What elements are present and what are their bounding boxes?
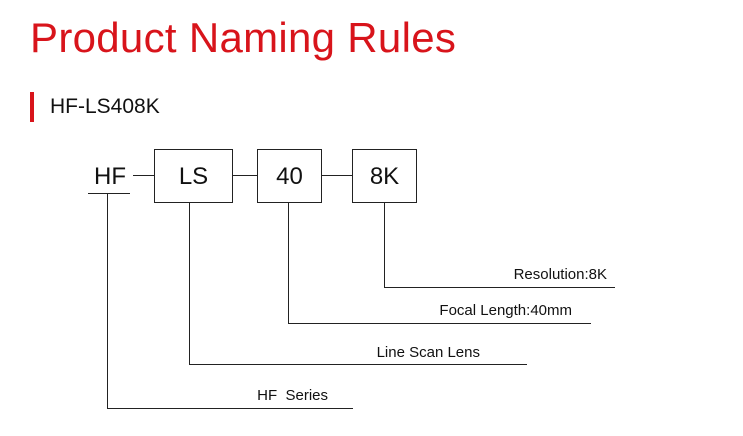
hf-series-label: HF Series (257, 387, 328, 404)
series-code: HF (94, 163, 126, 190)
line-scan-lens-label: Line Scan Lens (377, 344, 480, 361)
focal-leader-line (288, 203, 591, 324)
type-code-box (153, 148, 234, 204)
series-leader-line (107, 194, 353, 409)
type-code: LS (179, 163, 208, 190)
resolution-label: Resolution:8K (514, 266, 607, 283)
type-leader-line (189, 203, 527, 365)
model-number: HF-LS408K (50, 95, 160, 118)
focal-code-box (256, 148, 323, 204)
resolution-leader-line (384, 203, 615, 288)
resolution-code-box (351, 148, 418, 204)
page-title: Product Naming Rules (30, 14, 457, 61)
focal-code: 40 (276, 163, 303, 190)
subtitle-accent-bar (30, 92, 34, 122)
focal-length-label: Focal Length:40mm (439, 302, 572, 319)
resolution-code: 8K (370, 163, 399, 190)
